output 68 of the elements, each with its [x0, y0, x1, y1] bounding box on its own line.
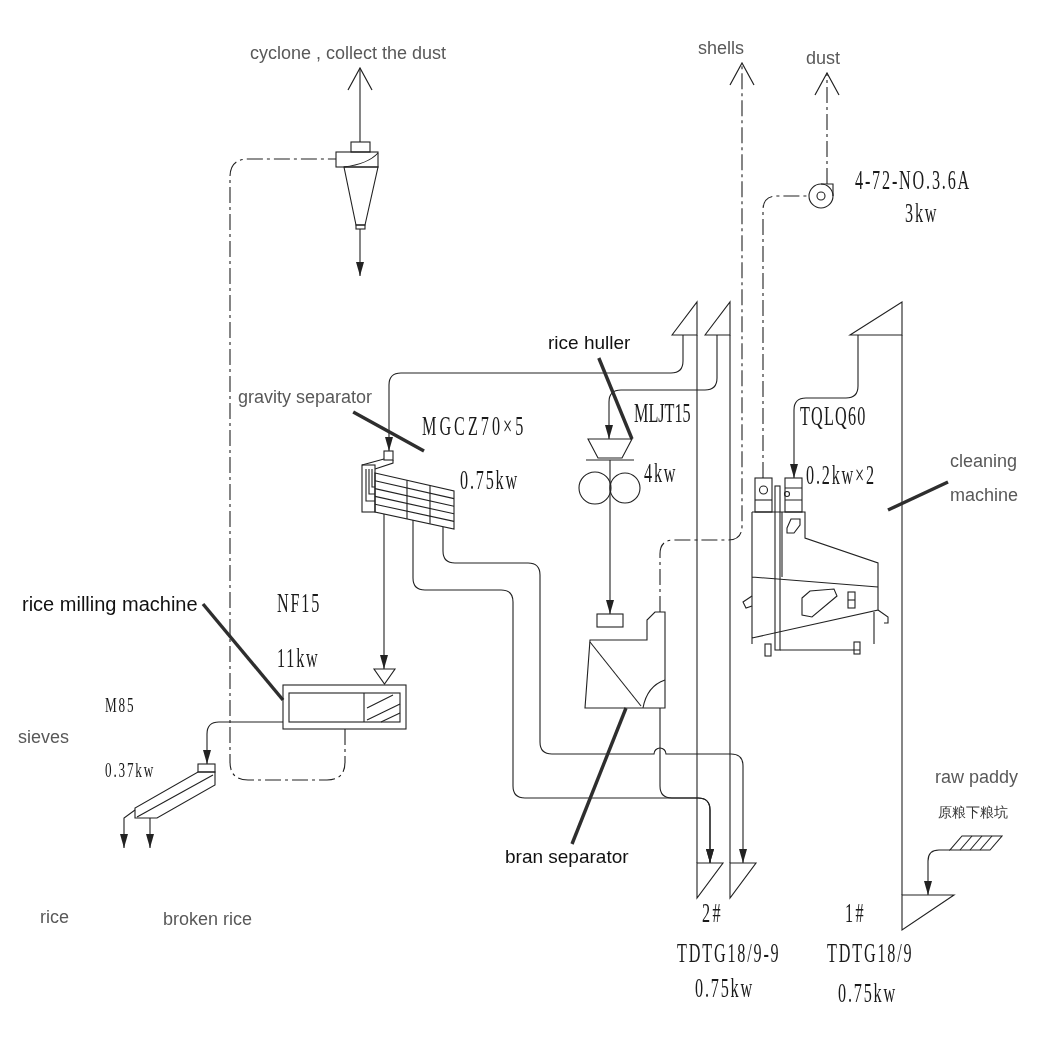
cyclone-drawing	[335, 141, 379, 230]
elevator-head-triangle	[703, 300, 731, 336]
leader-line	[201, 602, 285, 702]
dashed-arrow	[814, 72, 840, 185]
connector-line	[901, 334, 903, 896]
power-rating: 3kw	[905, 200, 939, 227]
arrow	[659, 707, 714, 864]
model-code: 4-72-NO.3.6A	[855, 167, 972, 194]
elevator-head-triangle	[670, 300, 698, 336]
dashed-arrow	[659, 62, 755, 613]
machine-label: sieves	[18, 727, 70, 749]
callout-label: cleaning machine	[950, 444, 1036, 512]
power-rating: 0.2kw×2	[806, 462, 876, 489]
leader-line	[570, 707, 628, 845]
leader-line	[597, 357, 634, 440]
output-label: broken rice	[163, 909, 253, 931]
unit-number: 1#	[845, 900, 866, 927]
aspirator-drawing	[584, 611, 666, 709]
callout-label: rice huller	[548, 332, 631, 355]
arrow	[605, 334, 718, 440]
intake-label: raw paddy	[935, 767, 1019, 789]
power-rating: 11kw	[277, 645, 320, 672]
fan-symbol	[808, 183, 834, 209]
leader-line	[887, 480, 949, 512]
output-label: shells	[698, 38, 745, 60]
power-rating: 0.75kw	[695, 975, 754, 1002]
model-code: TQLQ60	[800, 403, 867, 430]
power-rating: 4kw	[644, 460, 678, 487]
hatched-grate-symbol	[948, 835, 1004, 851]
dashed-line	[229, 158, 346, 781]
huller-drawing	[578, 438, 641, 505]
arrow	[356, 228, 364, 277]
arrow	[790, 334, 859, 479]
arrow	[146, 817, 154, 849]
model-code: MGCZ70×5	[422, 413, 527, 440]
model-code: NF15	[277, 590, 322, 617]
model-code: TDTG18/9-9	[677, 940, 781, 967]
arrow	[385, 334, 684, 452]
model-code: MLJT15	[634, 400, 691, 427]
output-label: rice	[40, 907, 69, 929]
arrow	[380, 513, 388, 670]
arrow	[924, 849, 951, 896]
callout-label: bran separator	[505, 846, 629, 869]
arrow	[203, 721, 284, 765]
elevator-head-triangle	[848, 301, 903, 336]
intake-label: 原粮下粮坑	[938, 804, 1008, 821]
power-rating: 0.37kw	[105, 759, 156, 781]
arrow	[120, 809, 136, 849]
gravity-separator-drawing	[361, 450, 455, 530]
arrow	[606, 503, 614, 615]
model-code: TDTG18/9	[827, 940, 914, 967]
elevator-boot-triangle	[901, 894, 956, 932]
unit-number: 2#	[702, 900, 723, 927]
model-code: M85	[105, 694, 136, 716]
connector-line	[729, 334, 731, 864]
connector-line	[696, 334, 698, 864]
elevator-boot-triangle	[729, 862, 758, 900]
callout-label: rice milling machine	[22, 592, 198, 616]
elevator-boot-triangle	[696, 862, 725, 900]
leader-line	[352, 410, 425, 453]
output-label: dust	[806, 48, 841, 70]
power-rating: 0.75kw	[460, 467, 519, 494]
annotation-label: cyclone , collect the dust	[250, 43, 447, 65]
arrow	[442, 526, 747, 864]
arrow	[347, 67, 373, 143]
callout-label: gravity separator	[238, 387, 373, 409]
power-rating: 0.75kw	[838, 980, 897, 1007]
rice-mill-drawing	[282, 668, 407, 730]
